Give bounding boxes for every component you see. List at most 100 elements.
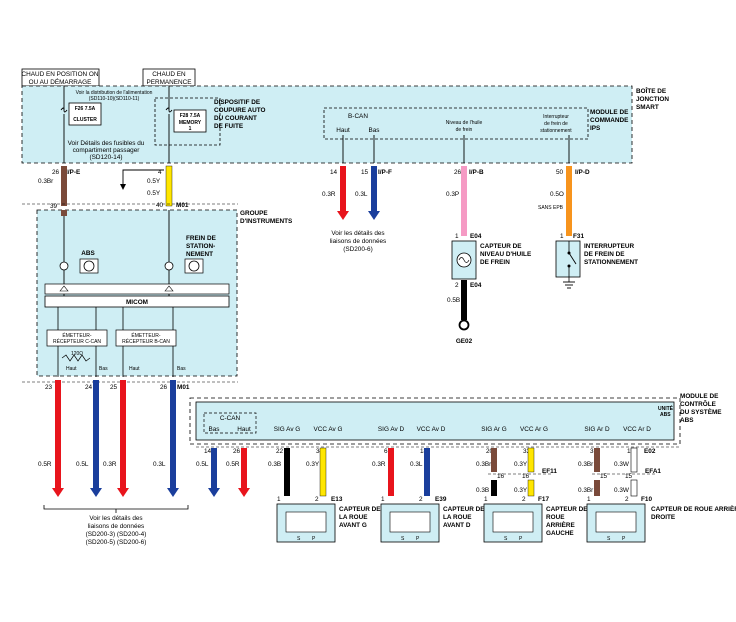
sjb-title-2: JONCTION bbox=[636, 96, 669, 103]
fr-pin1: 1 bbox=[381, 496, 385, 503]
rr-pin1: 1 bbox=[587, 496, 591, 503]
ccan-box bbox=[203, 412, 257, 434]
bf-name-3: DE FREIN bbox=[480, 259, 510, 266]
abs-module: MODULE DE CONTRÔLE DU SYSTÈME ABS UNITÉ … bbox=[189, 393, 722, 497]
yellow-branch bbox=[122, 169, 164, 187]
abs-ccan-red bbox=[241, 448, 247, 490]
fr-pin2: 2 bbox=[419, 496, 423, 503]
abs-title-1: MODULE DE bbox=[680, 393, 719, 400]
p15a: 15 bbox=[600, 473, 608, 480]
abs-ccan: C-CAN bbox=[220, 415, 241, 422]
fuse-cluster-name: CLUSTER bbox=[73, 117, 97, 123]
resistor-icon bbox=[61, 354, 91, 362]
niveau-1: Niveau de l'huile bbox=[446, 120, 483, 126]
fr-s: S bbox=[401, 536, 405, 542]
vcc-ard: VCC Ar D bbox=[623, 426, 651, 433]
abs-title-2: CONTRÔLE bbox=[680, 399, 717, 408]
frein-2: STATION- bbox=[186, 243, 215, 250]
wire-blue-2-arrow bbox=[167, 488, 179, 497]
instrument-cluster: GROUPE D'INSTRUMENTS ABS FREIN DE STATIO… bbox=[36, 209, 293, 377]
fr-name-2: LA ROUE bbox=[443, 514, 472, 521]
fr-sensor-icon bbox=[389, 511, 431, 533]
rr-s: S bbox=[607, 536, 611, 542]
fuse-memory-name-1: MEMORY bbox=[179, 120, 202, 126]
pin23: 23 bbox=[45, 384, 53, 391]
spec-4: 0.3L bbox=[153, 461, 166, 468]
s6: 0.3R bbox=[372, 461, 386, 468]
wire-red-2 bbox=[120, 380, 126, 490]
rr-name-1: CAPTEUR DE ROUE ARRIÈRE bbox=[651, 504, 736, 513]
spec-2: 0.5L bbox=[76, 461, 89, 468]
abs-e02: E02 bbox=[644, 448, 656, 455]
fuse-cluster-rating: F26 7.5A bbox=[75, 106, 96, 112]
ref-can-3: (SD200-6) bbox=[343, 246, 372, 253]
ccan-bas: Bas bbox=[99, 366, 108, 372]
power-on-label-2: OU AU DÉMARRAGE bbox=[29, 77, 92, 86]
bcan-haut: Haut bbox=[129, 366, 140, 372]
abs-warning-icon bbox=[79, 258, 99, 274]
brake-warning-icon bbox=[184, 258, 204, 274]
bf-e04: E04 bbox=[470, 233, 482, 240]
ref-supply-2: (SD110-10)(SD110-11) bbox=[89, 96, 140, 102]
parking-switch: SANS EPB 1 F31 INTERRUPTEUR DE FREIN DE … bbox=[538, 205, 638, 289]
wire-red-2-arrow bbox=[117, 488, 129, 497]
w26b-pin: 26 bbox=[454, 169, 462, 176]
sjb-panel bbox=[21, 85, 633, 164]
brake-warning-ring bbox=[188, 260, 200, 272]
wire-pink bbox=[461, 166, 467, 236]
cluster-title-1: GROUPE bbox=[240, 210, 268, 217]
wire-blue-2 bbox=[170, 380, 176, 490]
fr-name-1: CAPTEUR DE bbox=[443, 506, 485, 513]
wire-blue-1 bbox=[93, 380, 99, 490]
fuse-memory-name-2: 1 bbox=[189, 126, 192, 132]
interrupteur-2: de frein de bbox=[544, 121, 568, 127]
wire-red-bcan bbox=[340, 166, 346, 214]
fr-name-3: AVANT D bbox=[443, 522, 471, 529]
wire-rl-sig-1 bbox=[491, 448, 497, 472]
ips-title-3: IPS bbox=[590, 125, 601, 132]
ps-name-1: INTERRUPTEUR bbox=[584, 243, 634, 250]
rl-pin2: 2 bbox=[522, 496, 526, 503]
wire-rr-vcc-2 bbox=[630, 479, 638, 497]
p33: 33 bbox=[523, 448, 531, 455]
bf-pin1: 1 bbox=[455, 233, 459, 240]
s18: 0.3L bbox=[410, 461, 423, 468]
s20: 0.3Br bbox=[476, 461, 492, 468]
ref-fuses-1: Voir Détails des fusibles du bbox=[68, 140, 145, 147]
power-labels: CHAUD EN POSITION ON OU AU DÉMARRAGE CHA… bbox=[21, 68, 196, 87]
wire-fl-vcc bbox=[319, 447, 327, 497]
ps-box bbox=[555, 240, 581, 278]
spec-1: 0.5R bbox=[38, 461, 52, 468]
dispositif-3: DU COURANT bbox=[214, 115, 257, 122]
rl-pin1: 1 bbox=[484, 496, 488, 503]
w50-spec: 0.5O bbox=[550, 191, 564, 198]
w26b-spec: 0.3P bbox=[446, 191, 459, 198]
wire-red-1-arrow bbox=[52, 488, 64, 497]
fuse-memory-icon bbox=[165, 107, 173, 113]
power-perm-label-1: CHAUD EN bbox=[152, 71, 186, 78]
sjb-title-1: BOÎTE DE bbox=[636, 86, 667, 95]
sig-avd: SIG Av D bbox=[378, 426, 405, 433]
ccan-2: RÉCEPTEUR C-CAN bbox=[53, 338, 101, 345]
p22: 22 bbox=[276, 448, 284, 455]
wire-rl-sig-2 bbox=[491, 480, 497, 496]
cluster-title-2: D'INSTRUMENTS bbox=[240, 218, 293, 225]
fl-pin2: 2 bbox=[315, 496, 319, 503]
abs-ccan-blue-arrow bbox=[208, 488, 220, 497]
w4-spec: 0.5Y bbox=[147, 178, 161, 185]
efa1: EFA1 bbox=[645, 468, 661, 475]
s31: 0.3Br bbox=[578, 461, 594, 468]
abs-title-4: ABS bbox=[680, 417, 694, 424]
abs-ccan-blue bbox=[211, 448, 217, 490]
w40-spec: 0.5Y bbox=[147, 190, 161, 197]
m01-bottom: M01 bbox=[177, 384, 190, 391]
wires-bottom-left: 23 24 25 26 M01 0.5R 0.5L 0.3R 0.3L Voir… bbox=[22, 380, 238, 546]
dispositif-2: COUPURE AUTO bbox=[214, 107, 266, 114]
fr-p: P bbox=[416, 536, 420, 542]
vcc-avd: VCC Av D bbox=[417, 426, 446, 433]
p6: 6 bbox=[384, 448, 388, 455]
wire-rr-sig-2 bbox=[594, 480, 600, 496]
abs-bulb-icon bbox=[59, 261, 69, 271]
